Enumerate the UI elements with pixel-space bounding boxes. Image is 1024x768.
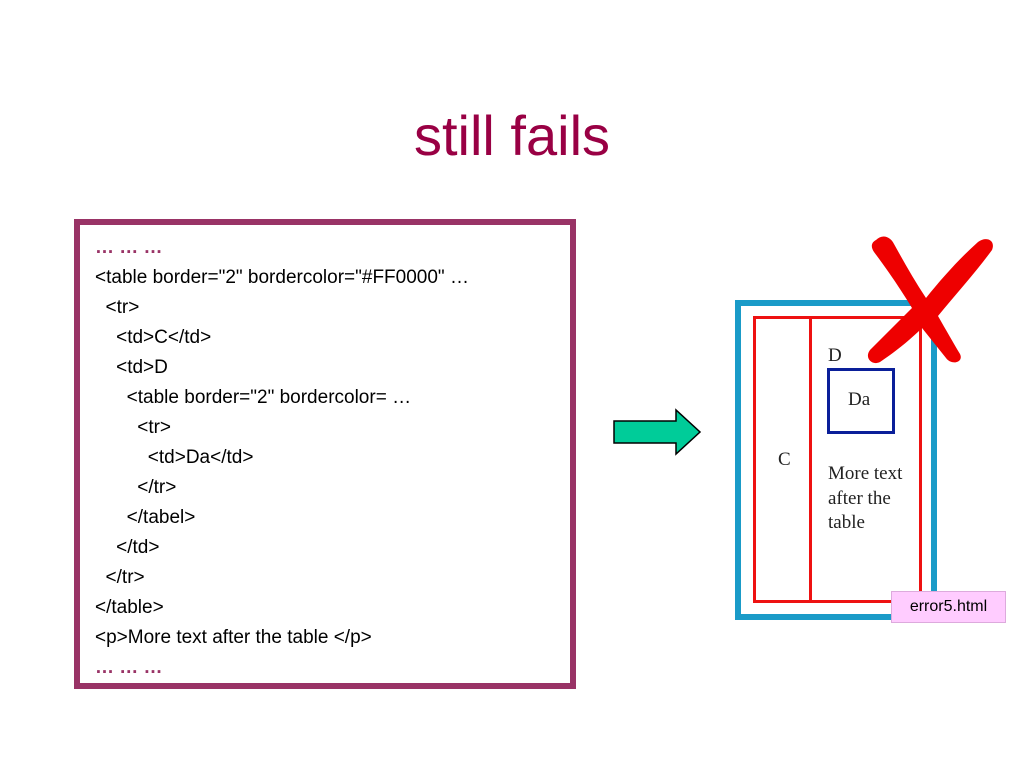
code-line: <table border="2" bordercolor="#FF0000" … <box>95 267 469 288</box>
code-line: <td>D <box>95 357 168 378</box>
code-line: </td> <box>95 537 160 558</box>
code-line: <td>Da</td> <box>95 447 254 468</box>
file-name-label: error5.html <box>891 591 1006 623</box>
code-line: </tr> <box>95 567 145 588</box>
inner-cell-text: Da <box>848 389 871 410</box>
code-line: <p>More text after the table </p> <box>95 627 372 648</box>
code-line: <tr> <box>95 297 140 318</box>
code-lines: … … … <table border="2" bordercolor="#FF0… <box>95 233 570 683</box>
code-line: <td>C</td> <box>95 327 212 348</box>
slide-title: still fails <box>413 104 611 167</box>
code-line: <tr> <box>95 417 172 438</box>
cell-d-text: D <box>828 345 842 366</box>
code-ellipsis: … … … <box>95 657 163 678</box>
code-line: </tr> <box>95 477 177 498</box>
code-line: <table border="2" bordercolor= … <box>95 387 412 408</box>
cross-mark-icon <box>867 236 993 364</box>
rendered-preview: C D Da More text after the table <box>735 300 937 620</box>
code-line: </tabel> <box>95 507 196 528</box>
code-ellipsis: … … … <box>95 237 163 258</box>
inner-table: Da <box>827 368 895 434</box>
code-box: … … … <table border="2" bordercolor="#FF0… <box>74 219 576 689</box>
outer-table: C D Da More text after the table <box>753 316 922 603</box>
right-arrow-icon <box>613 408 702 456</box>
cell-c-text: C <box>778 449 791 470</box>
code-line: </table> <box>95 597 164 618</box>
table-cell-divider <box>809 319 812 600</box>
more-text: More text after the table <box>828 463 903 533</box>
